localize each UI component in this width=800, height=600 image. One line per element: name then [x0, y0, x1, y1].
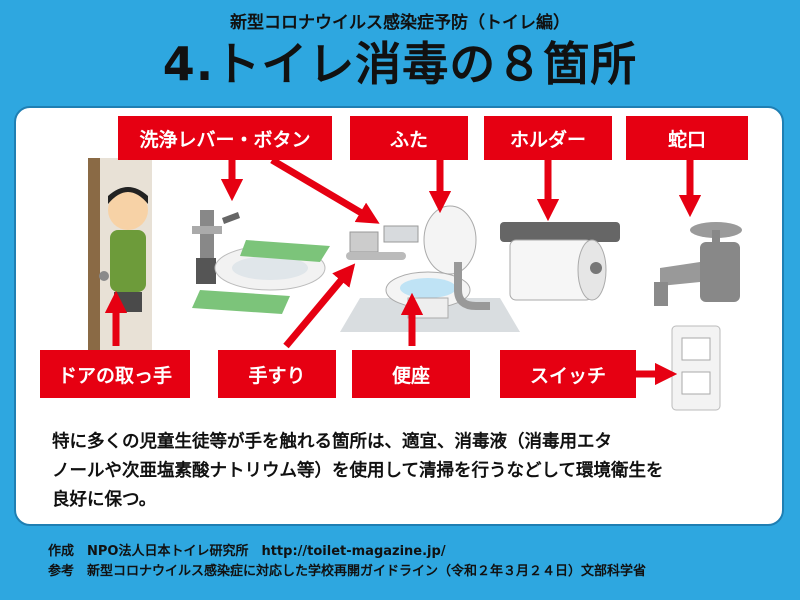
western-toilet-illustration — [340, 205, 520, 332]
description-line: 特に多くの児童生徒等が手を触れる箇所は、適宜、消毒液（消毒用エタ — [52, 432, 612, 452]
footer-reference: 参考 新型コロナウイルス感染症に対応した学校再開ガイドライン（令和２年３月２４日… — [48, 564, 647, 579]
footer-author: 作成 NPO法人日本トイレ研究所 http://toilet-magazine.… — [48, 544, 446, 559]
description-line: 良好に保つ。 — [52, 489, 157, 510]
squat-toilet-illustration — [192, 210, 330, 314]
description-line: ノールや次亜塩素酸ナトリウム等）を使用して清掃を行うなどして環境衛生を — [52, 460, 664, 481]
label-holder: ホルダー — [484, 116, 612, 160]
arrow-lever-right — [270, 156, 380, 224]
label-lever-button: 洗浄レバー・ボタン — [118, 116, 332, 160]
page-title: 4.トイレ消毒の８箇所 — [162, 37, 638, 91]
page-subtitle: 新型コロナウイルス感染症予防（トイレ編） — [230, 13, 570, 33]
label-door-handle: ドアの取っ手 — [40, 350, 190, 398]
label-faucet: 蛇口 — [626, 116, 748, 160]
label-handrail: 手すり — [218, 350, 336, 398]
label-switch: スイッチ — [500, 350, 636, 398]
arrow-handrail — [283, 263, 356, 349]
switch-illustration — [671, 325, 721, 411]
paper-holder-illustration — [500, 222, 620, 301]
label-lid: ふた — [350, 116, 468, 160]
faucet-illustration — [654, 222, 742, 306]
description: 特に多くの児童生徒等が手を触れる箇所は、適宜、消毒液（消毒用エタ ノールや次亜塩… — [52, 428, 752, 515]
label-seat: 便座 — [352, 350, 470, 398]
